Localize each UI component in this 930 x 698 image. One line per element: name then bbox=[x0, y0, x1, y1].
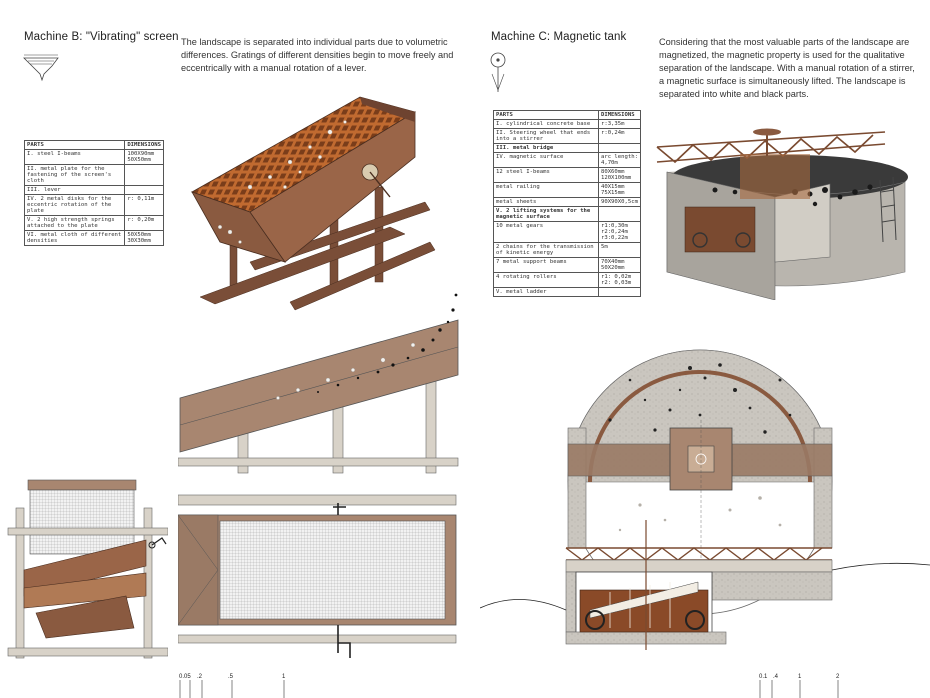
part-name: III. metal bridge bbox=[493, 143, 599, 153]
part-dimension bbox=[597, 143, 642, 153]
scale-label: 0.05 bbox=[179, 674, 191, 680]
part-name: II. Steering wheel that ends into a stir… bbox=[493, 128, 599, 144]
part-name: 10 metal gears bbox=[493, 221, 599, 243]
part-name: IV. 2 metal disks for the eccentric rota… bbox=[23, 194, 126, 216]
part-dimension: 80X60mm 120X100mm bbox=[597, 167, 642, 183]
part-dimension: 90X90X0,5cm bbox=[597, 197, 642, 207]
part-dimension bbox=[597, 287, 642, 297]
table-row: V. 2 lifting systems for the magnetic su… bbox=[493, 206, 642, 222]
part-name: V. metal ladder bbox=[493, 287, 599, 297]
part-name: II. metal plate for the fastening of the… bbox=[23, 164, 126, 186]
machine-c-description: Considering that the most valuable parts… bbox=[659, 37, 915, 99]
scale-label: .5 bbox=[228, 674, 234, 680]
scale-label: 2 bbox=[836, 674, 840, 680]
table-header-parts: PARTS bbox=[23, 140, 126, 150]
part-dimension: r: 0,11m bbox=[124, 194, 164, 216]
machine-b-side-elevation bbox=[178, 293, 459, 474]
part-dimension: r:3,35m bbox=[597, 119, 642, 129]
scale-label: .4 bbox=[773, 674, 779, 680]
part-name: VI. metal cloth of different densities bbox=[23, 230, 126, 246]
table-row: 2 chains for the transmission of kinetic… bbox=[493, 242, 642, 258]
part-dimension: 40X15mm 75X15mm bbox=[597, 182, 642, 198]
part-dimension bbox=[124, 185, 164, 195]
part-dimension: arc length: 4,70m bbox=[597, 152, 642, 168]
table-row: III. metal bridge bbox=[493, 143, 642, 153]
table-header-parts: PARTS bbox=[493, 110, 599, 120]
table-header-dimensions: DIMENSIONS bbox=[597, 110, 642, 120]
part-name: I. steel I-beams bbox=[23, 149, 126, 165]
scale-label: 1 bbox=[282, 674, 286, 680]
machine-b-axonometric bbox=[191, 96, 436, 311]
table-header-dimensions: DIMENSIONS bbox=[124, 140, 164, 150]
part-name: 4 rotating rollers bbox=[493, 272, 599, 288]
machine-b-scale-bar bbox=[179, 680, 285, 698]
machine-b-plan-view bbox=[178, 494, 457, 658]
machine-c-scale-bar bbox=[759, 680, 839, 698]
part-dimension: r1:0,30m r2:0,24m r3:0,22m bbox=[597, 221, 642, 243]
part-name: metal sheets bbox=[493, 197, 599, 207]
machine-c-axonometric bbox=[656, 128, 908, 300]
part-dimension: 50X50mm 30X30mm bbox=[124, 230, 164, 246]
part-name: III. lever bbox=[23, 185, 126, 195]
table-row: V. 2 high strength springs attached to t… bbox=[23, 215, 164, 231]
part-name: I. cylindrical concrete base bbox=[493, 119, 599, 129]
magnetic-tank-icon bbox=[490, 52, 506, 92]
part-dimension bbox=[597, 206, 642, 222]
part-name: IV. magnetic surface bbox=[493, 152, 599, 168]
part-dimension: r:0,24m bbox=[597, 128, 642, 144]
machine-b-title: Machine B: "Vibrating" screen bbox=[24, 31, 179, 43]
part-dimension: r: 0,20m bbox=[124, 215, 164, 231]
part-name: 12 steel I-beams bbox=[493, 167, 599, 183]
part-name: V. 2 high strength springs attached to t… bbox=[23, 215, 126, 231]
scale-label: .2 bbox=[197, 674, 203, 680]
part-name: metal railing bbox=[493, 182, 599, 198]
machine-c-parts-table: PARTS DIMENSIONS I. cylindrical concrete… bbox=[493, 110, 642, 297]
machine-b-description: The landscape is separated into individu… bbox=[181, 37, 454, 73]
part-dimension bbox=[124, 164, 164, 186]
machine-c-title: Machine C: Magnetic tank bbox=[491, 31, 627, 43]
table-header-row: PARTS DIMENSIONS bbox=[493, 110, 642, 120]
machine-c-plan-section bbox=[480, 349, 930, 650]
part-name: V. 2 lifting systems for the magnetic su… bbox=[493, 206, 599, 222]
part-dimension: 70X40mm 50X20mm bbox=[597, 257, 642, 273]
part-dimension: r1: 0,02m r2: 0,03m bbox=[597, 272, 642, 288]
table-header-row: PARTS DIMENSIONS bbox=[23, 140, 164, 150]
vibrating-screen-icon bbox=[23, 54, 59, 82]
table-row: III. lever bbox=[23, 185, 164, 195]
part-dimension: 100X90mm 50X50mm bbox=[124, 149, 164, 165]
table-row: II. Steering wheel that ends into a stir… bbox=[493, 128, 642, 144]
part-dimension: 5m bbox=[597, 242, 642, 258]
table-row: IV. 2 metal disks for the eccentric rota… bbox=[23, 194, 164, 216]
part-name: 2 chains for the transmission of kinetic… bbox=[493, 242, 599, 258]
table-row: II. metal plate for the fastening of the… bbox=[23, 164, 164, 186]
table-row: V. metal ladder bbox=[493, 287, 642, 297]
machine-b-cross-section bbox=[7, 479, 168, 659]
scale-label: 1 bbox=[798, 674, 802, 680]
part-name: 7 metal support beams bbox=[493, 257, 599, 273]
scale-label: 0.1 bbox=[759, 674, 768, 680]
